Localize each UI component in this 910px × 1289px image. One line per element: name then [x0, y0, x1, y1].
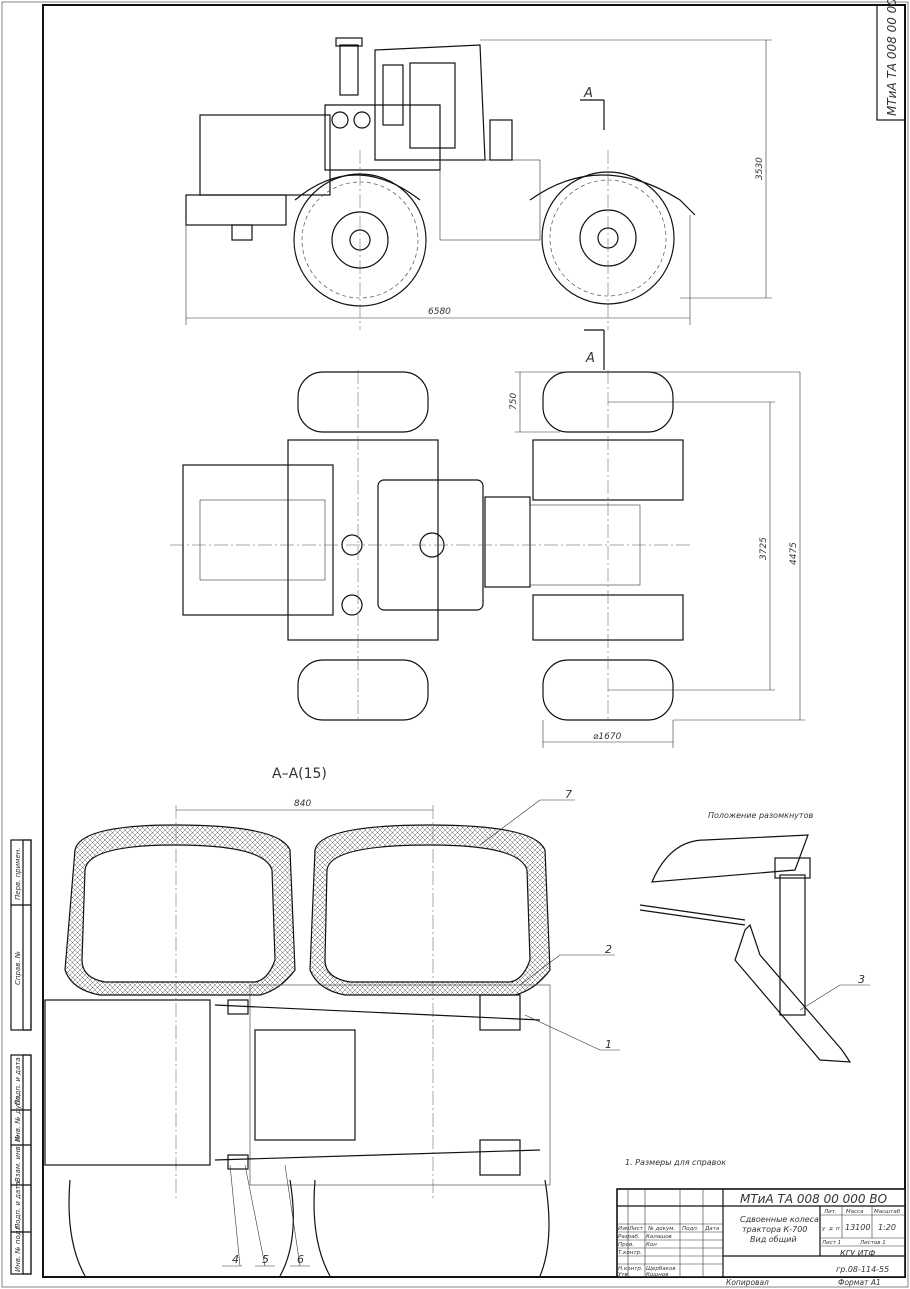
stamp-podp-data: Подп. и дата: [14, 1057, 22, 1105]
stamp-perv-primen: Перв. примен.: [14, 847, 22, 900]
stamp-inv-dubl: Инв. № дубл.: [14, 1094, 22, 1142]
left-stamps: Перв. примен. Справ. № Подп. и дата Инв.…: [10, 839, 32, 1275]
hdr-doc: № докум.: [647, 1226, 675, 1232]
dim-length: 6580: [428, 307, 451, 317]
section-mark-a-bottom: А: [585, 351, 595, 366]
stamp-vzam-inv: Взам. инв. №: [14, 1134, 22, 1182]
hdr-date: Дата: [704, 1226, 720, 1232]
callout-6: 6: [297, 1253, 304, 1266]
role-razrab: Разраб.: [618, 1234, 640, 1240]
org-line-2: гр.08-114-55: [836, 1265, 889, 1274]
hdr-list: Лист: [628, 1226, 644, 1232]
open-position-label: Положение разомкнутов: [708, 811, 813, 820]
note-reference-dims: 1. Размеры для справок: [625, 1158, 726, 1167]
dim-overall-width: 4475: [789, 542, 799, 565]
name-nkontr: Щербаков: [646, 1266, 676, 1272]
hdr-sign: Подп.: [682, 1226, 699, 1232]
title-designation: МТиА ТА 008 00 000 ВО: [740, 1192, 887, 1206]
role-nkontr: Н.контр.: [618, 1266, 643, 1272]
dim-tire-width: 750: [509, 393, 519, 410]
callout-3: 3: [858, 973, 865, 986]
inner-tire-top: [64, 824, 296, 996]
drawing-name-1: Сдвоенные колеса: [740, 1215, 819, 1224]
callout-2: 2: [605, 943, 612, 956]
top-stamp: МТиА ТА 008 00 000 ВО: [876, 0, 906, 121]
stamp-podp-data-2: Подп. и дата: [14, 1181, 22, 1229]
dim-dual-spacing: 840: [294, 799, 311, 809]
name-razrab: Калашов: [646, 1234, 672, 1240]
copied-label: Копировал: [726, 1278, 769, 1287]
name-prov: Кон: [646, 1242, 657, 1248]
role-utv: Утв.: [618, 1272, 630, 1278]
detail-open-position: Положение разомкнутов 3: [639, 811, 870, 1063]
name-utv: Кошнов: [646, 1272, 669, 1278]
lit-header: Лит.: [823, 1209, 837, 1215]
lit-p: п: [836, 1226, 840, 1232]
scale-value: 1:20: [878, 1223, 896, 1232]
dim-track: 3725: [759, 537, 769, 560]
lit-d: д: [828, 1226, 833, 1232]
org-line-1: КГУ ИТФ: [840, 1249, 875, 1258]
section-a-a: А–А(15) 840 7 2 1 4 5 6: [44, 766, 620, 1277]
scale-header: Масштаб: [874, 1209, 901, 1215]
dim-wheel-diameter: ⌀1670: [593, 732, 622, 742]
stamp-inv-podl: Инв. № подл.: [14, 1224, 22, 1272]
role-prov: Пров.: [618, 1242, 634, 1248]
drawing-frame: [42, 4, 906, 1278]
lit-u: у: [821, 1226, 826, 1232]
stamp-designation: МТиА ТА 008 00 000 ВО: [885, 0, 899, 116]
tractor-side-view: 3530 6580 А: [185, 37, 772, 330]
section-mark-a-top: А: [583, 86, 593, 101]
sheet-number: Лист 1: [821, 1240, 841, 1246]
sheets-total: Листов 1: [859, 1240, 886, 1246]
mass-header: Масса: [846, 1209, 864, 1215]
drawing-name-2: трактора К-700: [742, 1225, 807, 1234]
drawing-name-3: Вид общий: [750, 1235, 797, 1244]
role-tkontr: Т.контр.: [618, 1250, 642, 1256]
hdr-izm: Изм.: [618, 1226, 631, 1232]
callout-5: 5: [262, 1253, 269, 1266]
callout-7: 7: [565, 788, 572, 801]
dim-height: 3530: [755, 157, 765, 180]
tractor-top-view: А 750 3725 4475 ⌀1670: [170, 329, 805, 748]
mass-value: 13100: [845, 1223, 870, 1232]
stamp-sprav: Справ. №: [14, 951, 22, 985]
callout-4: 4: [232, 1253, 239, 1266]
outer-tire-top: [309, 824, 551, 996]
format-label: Формат А1: [838, 1278, 881, 1287]
title-block: МТиА ТА 008 00 000 ВО Сдвоенные колеса т…: [616, 1188, 906, 1278]
section-title: А–А(15): [272, 766, 327, 782]
callout-1: 1: [605, 1038, 612, 1051]
